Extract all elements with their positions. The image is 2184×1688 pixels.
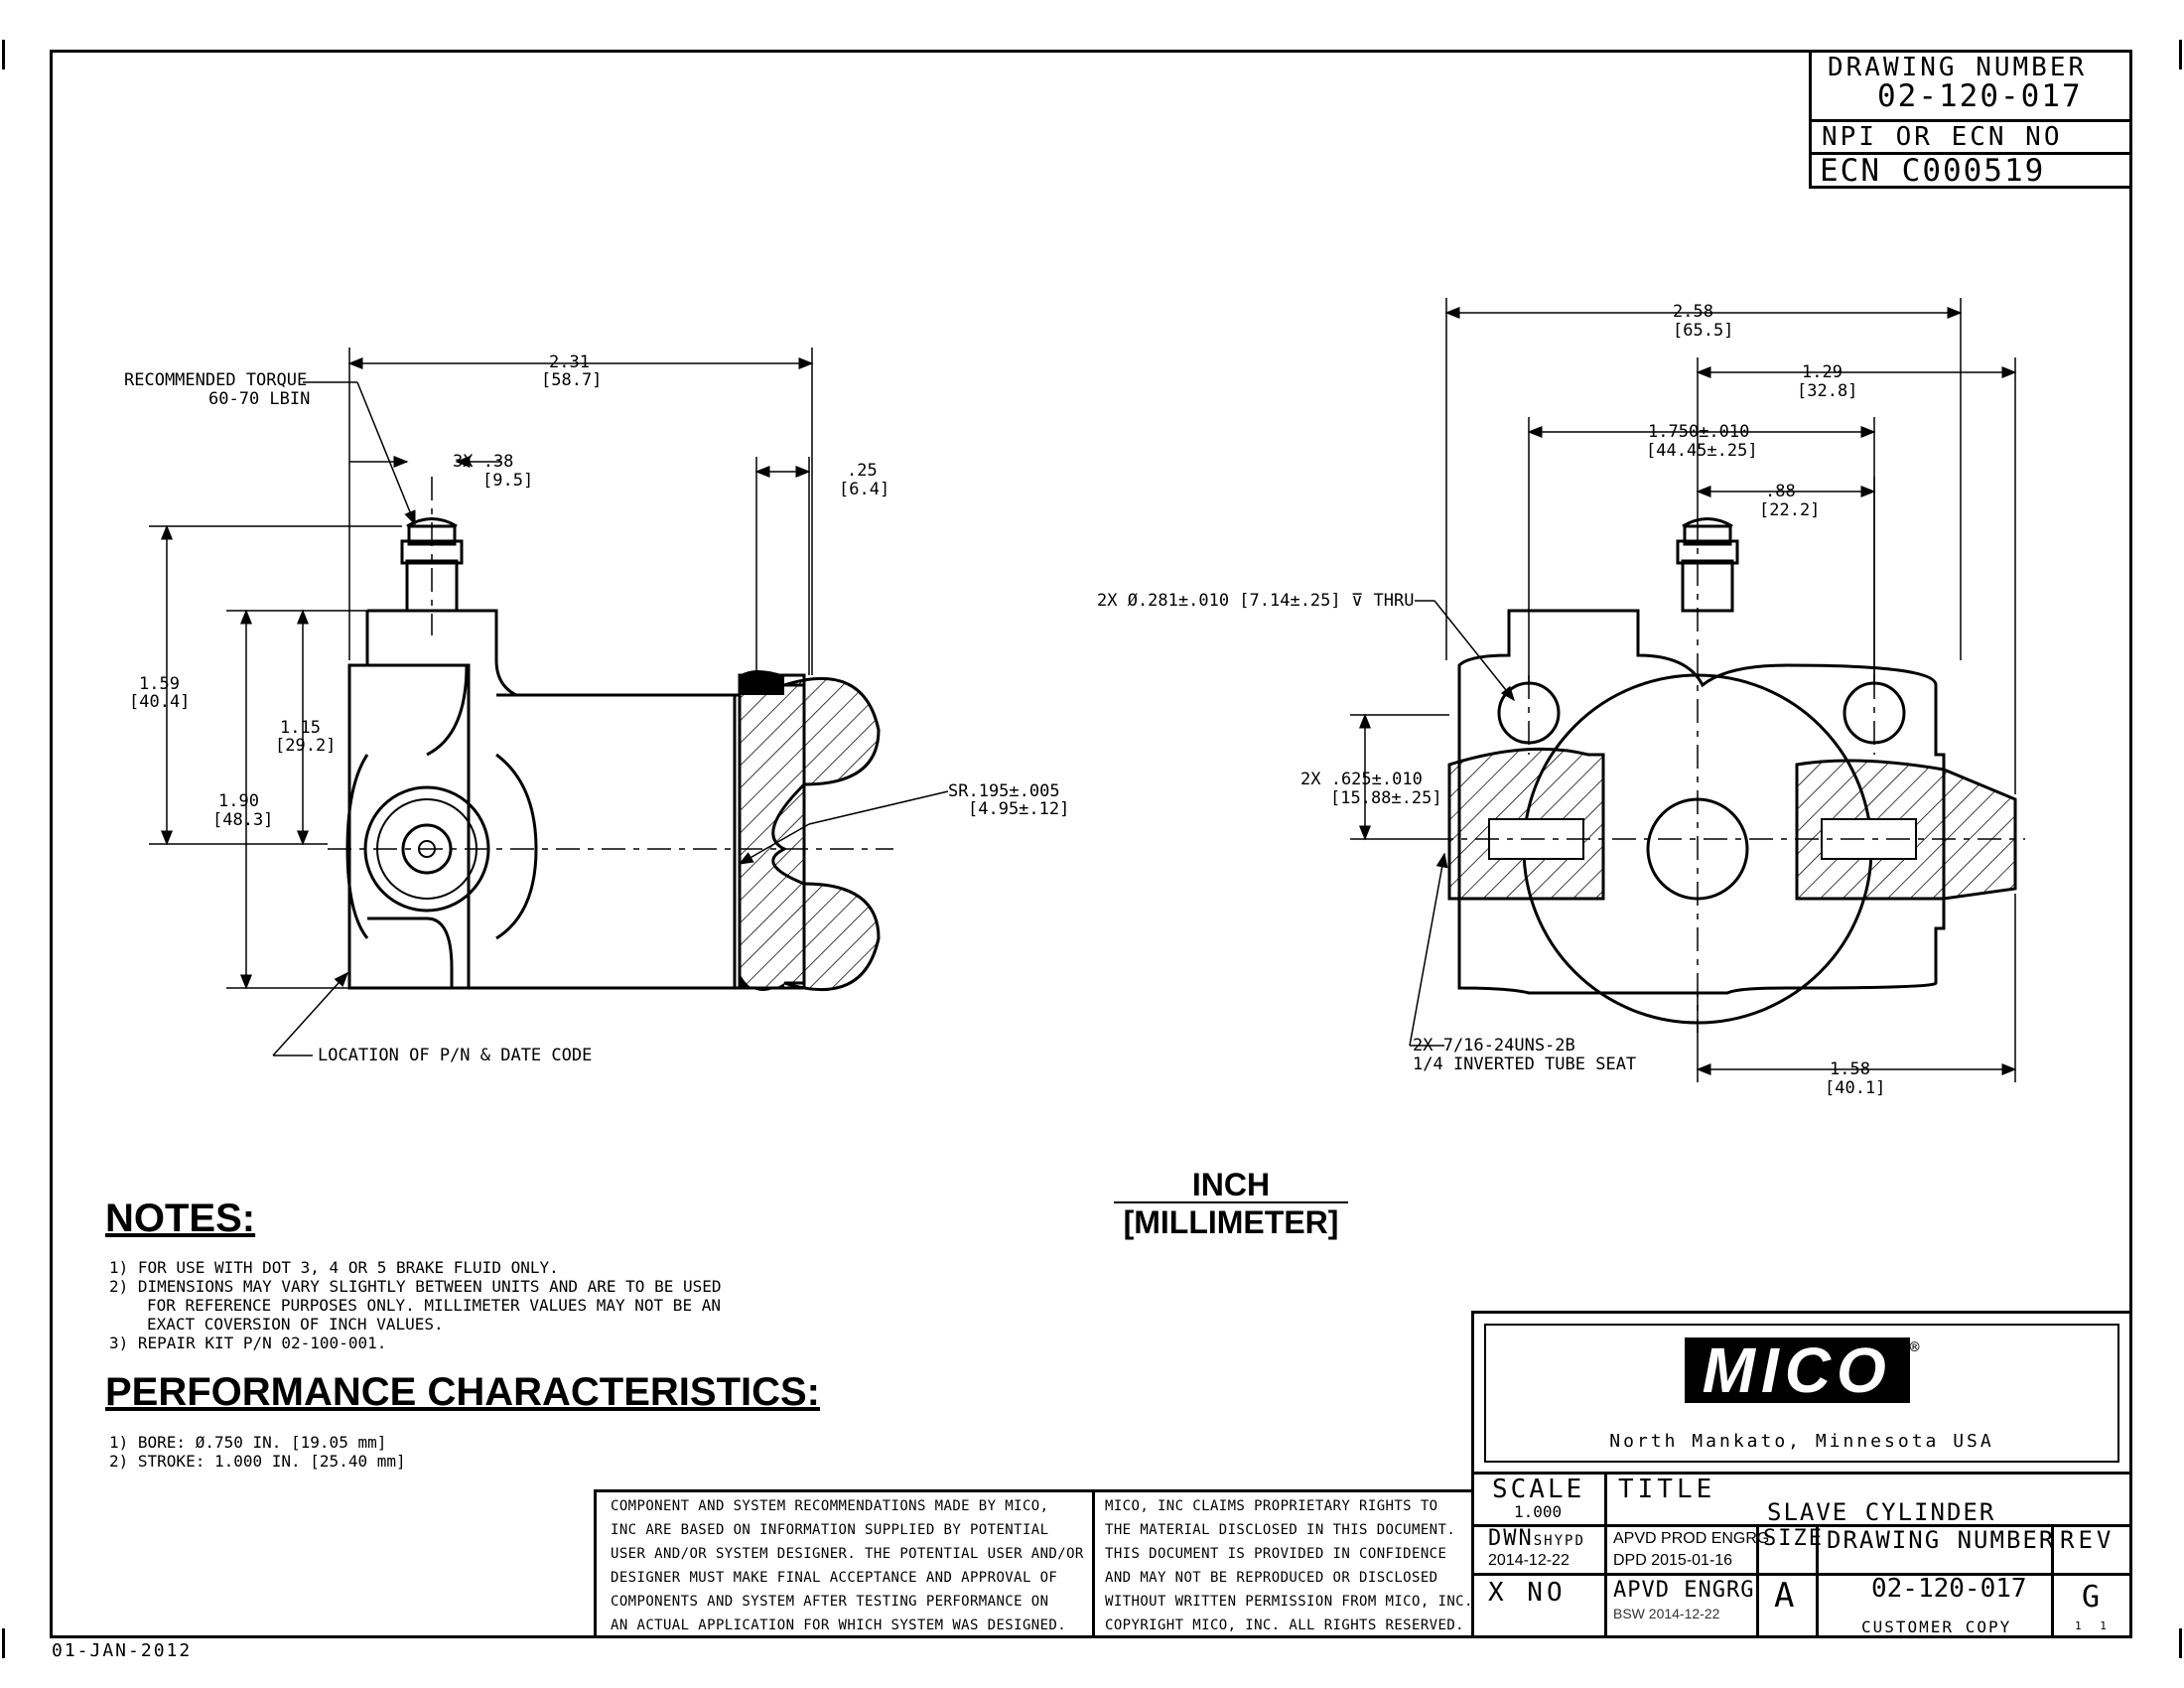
dim-hex-mm: [9.5] [482, 471, 534, 491]
dim-half-mm: [32.8] [1797, 381, 1858, 401]
x-no: X NO [1488, 1578, 1567, 1608]
dim-port-off-in: 1.58 [1830, 1059, 1870, 1079]
note-line: 1) FOR USE WITH DOT 3, 4 OR 5 BRAKE FLUI… [109, 1258, 559, 1277]
performance-line: 1) BORE: Ø.750 IN. [19.05 mm] [109, 1433, 387, 1452]
units-mm: [MILLIMETER] [1123, 1204, 1339, 1240]
dim-offset-in: .88 [1765, 482, 1796, 501]
disclaimer-line: AND MAY NOT BE REPRODUCED OR DISCLOSED [1105, 1570, 1438, 1586]
dim-sr-in: SR.195±.005 [948, 781, 1060, 801]
customer-copy: CUSTOMER COPY [1861, 1618, 2012, 1636]
dim-half-in: 1.29 [1802, 362, 1843, 382]
disclaimer-line: USER AND/OR SYSTEM DESIGNER. THE POTENTI… [611, 1546, 1084, 1562]
disclaimer-left: COMPONENT AND SYSTEM RECOMMENDATIONS MAD… [594, 1489, 1095, 1638]
dim-offset-mm: [22.2] [1759, 500, 1821, 520]
scale-value: 1.000 [1514, 1502, 1563, 1521]
port-seat-label: 1/4 INVERTED TUBE SEAT [1413, 1055, 1637, 1074]
drawing-number: 02-120-017 [1877, 78, 2083, 114]
bottom-drawing-number-label: DRAWING NUMBER [1827, 1526, 2056, 1554]
npi-label: NPI OR ECN NO [1822, 122, 2063, 152]
title-label: TITLE [1618, 1475, 1716, 1504]
disclaimer-right: MICO, INC CLAIMS PROPRIETARY RIGHTS TO T… [1092, 1489, 1474, 1638]
dim-port-in: 2X .625±.010 [1300, 770, 1423, 789]
sheet-number: 1 1 [2075, 1619, 2113, 1632]
disclaimer-line: DESIGNER MUST MAKE FINAL ACCEPTANCE AND … [611, 1570, 1058, 1586]
note-line: FOR REFERENCE PURPOSES ONLY. MILLIMETER … [147, 1296, 721, 1315]
dim-port-off-mm: [40.1] [1825, 1078, 1886, 1098]
units-inch: INCH [1114, 1168, 1348, 1203]
torque-label: RECOMMENDED TORQUE [124, 370, 308, 390]
bottom-title-block: SCALE 1.000 TITLE SLAVE CYLINDER DWNSHYP… [1471, 1472, 2132, 1638]
dim-low-in: 1.90 [218, 791, 259, 811]
title-value: SLAVE CYLINDER [1767, 1498, 1996, 1526]
end-view-ports [1447, 747, 2017, 901]
dim-holes-mm: [44.45±.25] [1646, 441, 1758, 461]
rev-label: REV [2060, 1526, 2116, 1554]
location-label: LOCATION OF P/N & DATE CODE [318, 1046, 593, 1065]
disclaimer-line: THE MATERIAL DISCLOSED IN THIS DOCUMENT. [1105, 1522, 1456, 1538]
disclaimer-line: INC ARE BASED ON INFORMATION SUPPLIED BY… [611, 1522, 1049, 1538]
side-view-cap [738, 670, 881, 992]
torque-value: 60-70 LBIN [208, 389, 311, 409]
corner-mark [2, 1628, 5, 1658]
thru-hole-label: 2X Ø.281±.010 [7.14±.25] ⊽ THRU [1097, 591, 1415, 611]
note-line: 2) DIMENSIONS MAY VARY SLIGHTLY BETWEEN … [109, 1277, 722, 1296]
port-thread-label: 2X 7/16-24UNS-2B [1413, 1036, 1575, 1055]
logo-block: MICO® North Mankato, Minnesota USA [1471, 1311, 2132, 1475]
notes-heading: NOTES: [105, 1196, 256, 1240]
dim-port-mm: [15.88±.25] [1330, 788, 1442, 808]
dim-flange-mm: [6.4] [839, 480, 890, 499]
performance-heading: PERFORMANCE CHARACTERISTICS: [105, 1370, 820, 1414]
top-title-block: DRAWING NUMBER 02-120-017 NPI OR ECN NO … [1809, 50, 2132, 189]
size-value: A [1774, 1576, 1795, 1616]
dim-width-mm: [65.5] [1673, 321, 1734, 341]
dim-low-mm: [48.3] [212, 810, 274, 830]
dwn-by: SHYPD [1533, 1533, 1585, 1549]
company-location: North Mankato, Minnesota USA [1609, 1431, 1994, 1452]
ecn-number: ECN C000519 [1820, 153, 2046, 189]
note-line: EXACT COVERSION OF INCH VALUES. [147, 1315, 444, 1334]
bottom-drawing-number: 02-120-017 [1871, 1574, 2027, 1604]
disclaimer-line: WITHOUT WRITTEN PERMISSION FROM MICO, IN… [1105, 1594, 1473, 1610]
form-date: 01-JAN-2012 [52, 1640, 193, 1661]
corner-mark [2179, 1628, 2182, 1658]
scale-label: SCALE [1492, 1475, 1585, 1504]
disclaimer-line: THIS DOCUMENT IS PROVIDED IN CONFIDENCE [1105, 1546, 1447, 1562]
dwn-label: DWN [1488, 1526, 1534, 1551]
rev-value: G [2082, 1580, 2101, 1615]
dim-mid-in: 1.15 [280, 718, 321, 738]
side-view-body [345, 517, 740, 990]
corner-mark [2, 40, 5, 70]
dim-height-in: 1.59 [139, 674, 180, 694]
dim-overall-in: 2.31 [549, 352, 590, 372]
dim-holes-in: 1.750±.010 [1648, 422, 1750, 442]
corner-mark [2179, 40, 2182, 70]
apvd-prod-value: DPD 2015-01-16 [1613, 1552, 1733, 1569]
dim-hex-in: 3X .38 [453, 452, 514, 472]
dim-flange-in: .25 [847, 461, 878, 481]
drawing-number-label: DRAWING NUMBER [1828, 53, 2088, 82]
disclaimer-line: COMPONENTS AND SYSTEM AFTER TESTING PERF… [611, 1594, 1049, 1610]
note-line: 3) REPAIR KIT P/N 02-100-001. [109, 1334, 387, 1352]
dim-width-in: 2.58 [1673, 302, 1713, 322]
performance-line: 2) STROKE: 1.000 IN. [25.40 mm] [109, 1452, 406, 1471]
size-label: SIZE [1763, 1526, 1824, 1551]
dim-overall-mm: [58.7] [541, 370, 603, 390]
apvd-eng-label: APVD ENGRG [1613, 1578, 1755, 1603]
disclaimer-line: AN ACTUAL APPLICATION FOR WHICH SYSTEM W… [611, 1618, 1067, 1633]
disclaimer-line: COPYRIGHT MICO, INC. ALL RIGHTS RESERVED… [1105, 1618, 1464, 1633]
mico-logo: MICO [1684, 1337, 1910, 1403]
apvd-prod-label: APVD PROD ENGRG [1613, 1530, 1770, 1547]
dwn-date: 2014-12-22 [1488, 1552, 1570, 1569]
dim-sr-mm: [4.95±.12] [968, 799, 1070, 819]
disclaimer-line: MICO, INC CLAIMS PROPRIETARY RIGHTS TO [1105, 1498, 1438, 1514]
dim-height-mm: [40.4] [129, 692, 191, 712]
disclaimer-line: COMPONENT AND SYSTEM RECOMMENDATIONS MAD… [611, 1498, 1049, 1514]
dim-mid-mm: [29.2] [275, 736, 337, 756]
apvd-eng-value: BSW 2014-12-22 [1613, 1606, 1720, 1621]
